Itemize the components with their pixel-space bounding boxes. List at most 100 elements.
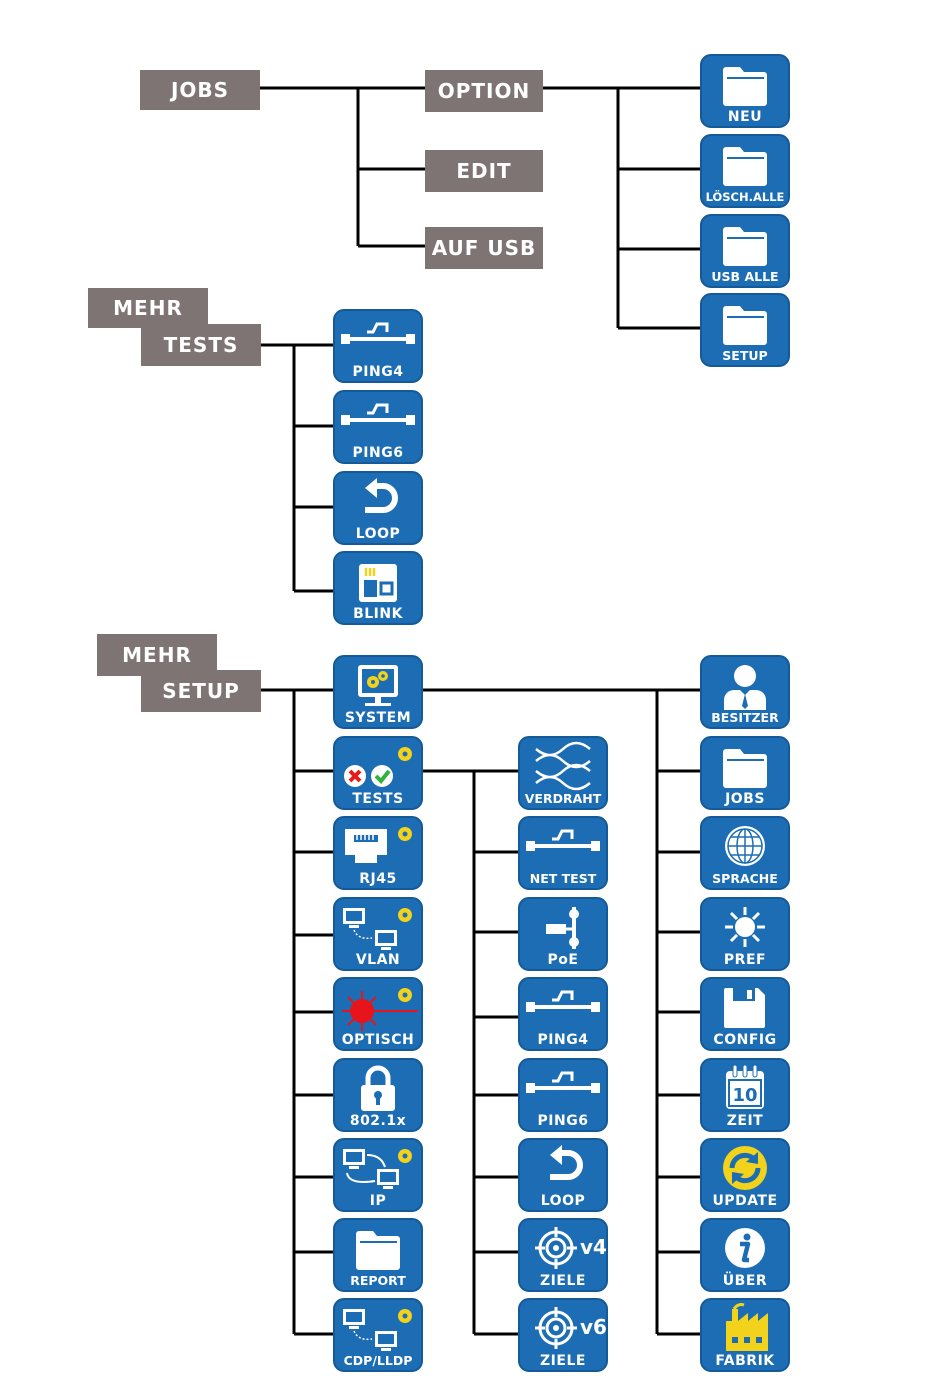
tests-icon bbox=[335, 741, 421, 791]
auf-usb-label: AUF USB bbox=[425, 227, 543, 269]
vlan-icon bbox=[335, 902, 421, 952]
ping-icon bbox=[520, 821, 606, 871]
fabrik-button-label: FABRIK bbox=[700, 1353, 790, 1369]
jobs-setup-button[interactable]: JOBS bbox=[700, 736, 790, 810]
ping-icon bbox=[520, 1063, 606, 1113]
ping6-button-label: PING6 bbox=[333, 445, 423, 461]
tests-setup-button-label: TESTS bbox=[333, 791, 423, 807]
ping4-button-label: PING4 bbox=[333, 364, 423, 380]
poe-icon bbox=[520, 902, 606, 952]
ping-icon bbox=[520, 982, 606, 1032]
sprache-button[interactable]: SPRACHE bbox=[700, 816, 790, 890]
pref-button-label: PREF bbox=[700, 952, 790, 968]
loop-icon bbox=[335, 476, 421, 526]
ping-icon bbox=[335, 395, 421, 445]
ziele-v4-badge: v4 bbox=[580, 1235, 606, 1259]
zeit-button[interactable]: 10 ZEIT bbox=[700, 1058, 790, 1132]
loop-button[interactable]: LOOP bbox=[333, 471, 423, 545]
folder-icon bbox=[702, 298, 788, 348]
ping4-setup-button[interactable]: PING4 bbox=[518, 977, 608, 1051]
loop-button-label: LOOP bbox=[333, 526, 423, 542]
blink-icon bbox=[335, 556, 421, 606]
net-test-button-label: NET TEST bbox=[518, 871, 608, 887]
setup-button[interactable]: SETUP bbox=[700, 293, 790, 367]
loop-setup-button-label: LOOP bbox=[518, 1193, 608, 1209]
setup-button-label: SETUP bbox=[700, 348, 790, 364]
rj45-icon bbox=[335, 821, 421, 871]
update-icon bbox=[702, 1143, 788, 1193]
ziele-v6-button-label: ZIELE bbox=[518, 1353, 608, 1369]
target-icon: v4 bbox=[520, 1223, 606, 1273]
besitzer-button[interactable]: BESITZER bbox=[700, 655, 790, 729]
option-label: OPTION bbox=[425, 70, 543, 112]
jobs-setup-button-label: JOBS bbox=[700, 791, 790, 807]
jobs-label: JOBS bbox=[140, 70, 260, 110]
folder-icon bbox=[702, 741, 788, 791]
pref-button[interactable]: PREF bbox=[700, 897, 790, 971]
cdp-lldp-button[interactable]: CDP/LLDP bbox=[333, 1298, 423, 1372]
besitzer-button-label: BESITZER bbox=[700, 710, 790, 726]
owner-icon bbox=[702, 660, 788, 710]
zeit-button-label: ZEIT bbox=[700, 1113, 790, 1129]
calendar-icon: 10 bbox=[702, 1063, 788, 1113]
net-test-button[interactable]: NET TEST bbox=[518, 816, 608, 890]
ping6-button[interactable]: PING6 bbox=[333, 390, 423, 464]
vlan-button-label: VLAN bbox=[333, 952, 423, 968]
ueber-button-label: ÜBER bbox=[700, 1273, 790, 1289]
system-button[interactable]: SYSTEM bbox=[333, 655, 423, 729]
vlan-button[interactable]: VLAN bbox=[333, 897, 423, 971]
blink-button-label: BLINK bbox=[333, 606, 423, 622]
ping4-button[interactable]: PING4 bbox=[333, 309, 423, 383]
loesch-alle-button-label: LÖSCH.ALLE bbox=[700, 189, 790, 205]
info-icon bbox=[702, 1223, 788, 1273]
loesch-alle-button[interactable]: LÖSCH.ALLE bbox=[700, 134, 790, 208]
optisch-button[interactable]: OPTISCH bbox=[333, 977, 423, 1051]
update-button-label: UPDATE bbox=[700, 1193, 790, 1209]
8021x-button[interactable]: 802.1x bbox=[333, 1058, 423, 1132]
loop-setup-button[interactable]: LOOP bbox=[518, 1138, 608, 1212]
config-button-label: CONFIG bbox=[700, 1032, 790, 1048]
target-icon: v6 bbox=[520, 1303, 606, 1353]
rj45-button[interactable]: RJ45 bbox=[333, 816, 423, 890]
neu-button[interactable]: NEU bbox=[700, 54, 790, 128]
poe-button-label: PoE bbox=[518, 952, 608, 968]
mehr-setup-label-bottom: SETUP bbox=[141, 670, 261, 712]
verdraht-button[interactable]: VERDRAHT bbox=[518, 736, 608, 810]
loop-icon bbox=[520, 1143, 606, 1193]
ip-icon bbox=[335, 1143, 421, 1193]
ueber-button[interactable]: ÜBER bbox=[700, 1218, 790, 1292]
system-icon bbox=[335, 660, 421, 710]
lock-icon bbox=[335, 1063, 421, 1113]
ping6-setup-button[interactable]: PING6 bbox=[518, 1058, 608, 1132]
tests-setup-button[interactable]: TESTS bbox=[333, 736, 423, 810]
update-button[interactable]: UPDATE bbox=[700, 1138, 790, 1212]
ping-icon bbox=[335, 314, 421, 364]
wiremap-icon bbox=[520, 741, 606, 791]
zeit-calendar-day: 10 bbox=[732, 1085, 757, 1106]
folder-icon bbox=[702, 59, 788, 109]
ip-button[interactable]: IP bbox=[333, 1138, 423, 1212]
usb-alle-button[interactable]: USB ALLE bbox=[700, 214, 790, 288]
edit-label: EDIT bbox=[425, 150, 543, 192]
optisch-button-label: OPTISCH bbox=[333, 1032, 423, 1048]
laser-icon bbox=[335, 982, 421, 1032]
neu-button-label: NEU bbox=[700, 109, 790, 125]
cdp-lldp-icon bbox=[335, 1303, 421, 1353]
ziele-v6-button[interactable]: v6 ZIELE bbox=[518, 1298, 608, 1372]
poe-button[interactable]: PoE bbox=[518, 897, 608, 971]
report-button[interactable]: REPORT bbox=[333, 1218, 423, 1292]
ziele-v4-button[interactable]: v4 ZIELE bbox=[518, 1218, 608, 1292]
ping6-setup-button-label: PING6 bbox=[518, 1113, 608, 1129]
blink-button[interactable]: BLINK bbox=[333, 551, 423, 625]
config-button[interactable]: CONFIG bbox=[700, 977, 790, 1051]
fabrik-button[interactable]: FABRIK bbox=[700, 1298, 790, 1372]
verdraht-button-label: VERDRAHT bbox=[518, 791, 608, 807]
rj45-button-label: RJ45 bbox=[333, 871, 423, 887]
folder-icon bbox=[702, 219, 788, 269]
ip-button-label: IP bbox=[333, 1193, 423, 1209]
globe-icon bbox=[702, 821, 788, 871]
floppy-icon bbox=[702, 982, 788, 1032]
sun-icon bbox=[702, 902, 788, 952]
usb-alle-button-label: USB ALLE bbox=[700, 269, 790, 285]
sprache-button-label: SPRACHE bbox=[700, 871, 790, 887]
